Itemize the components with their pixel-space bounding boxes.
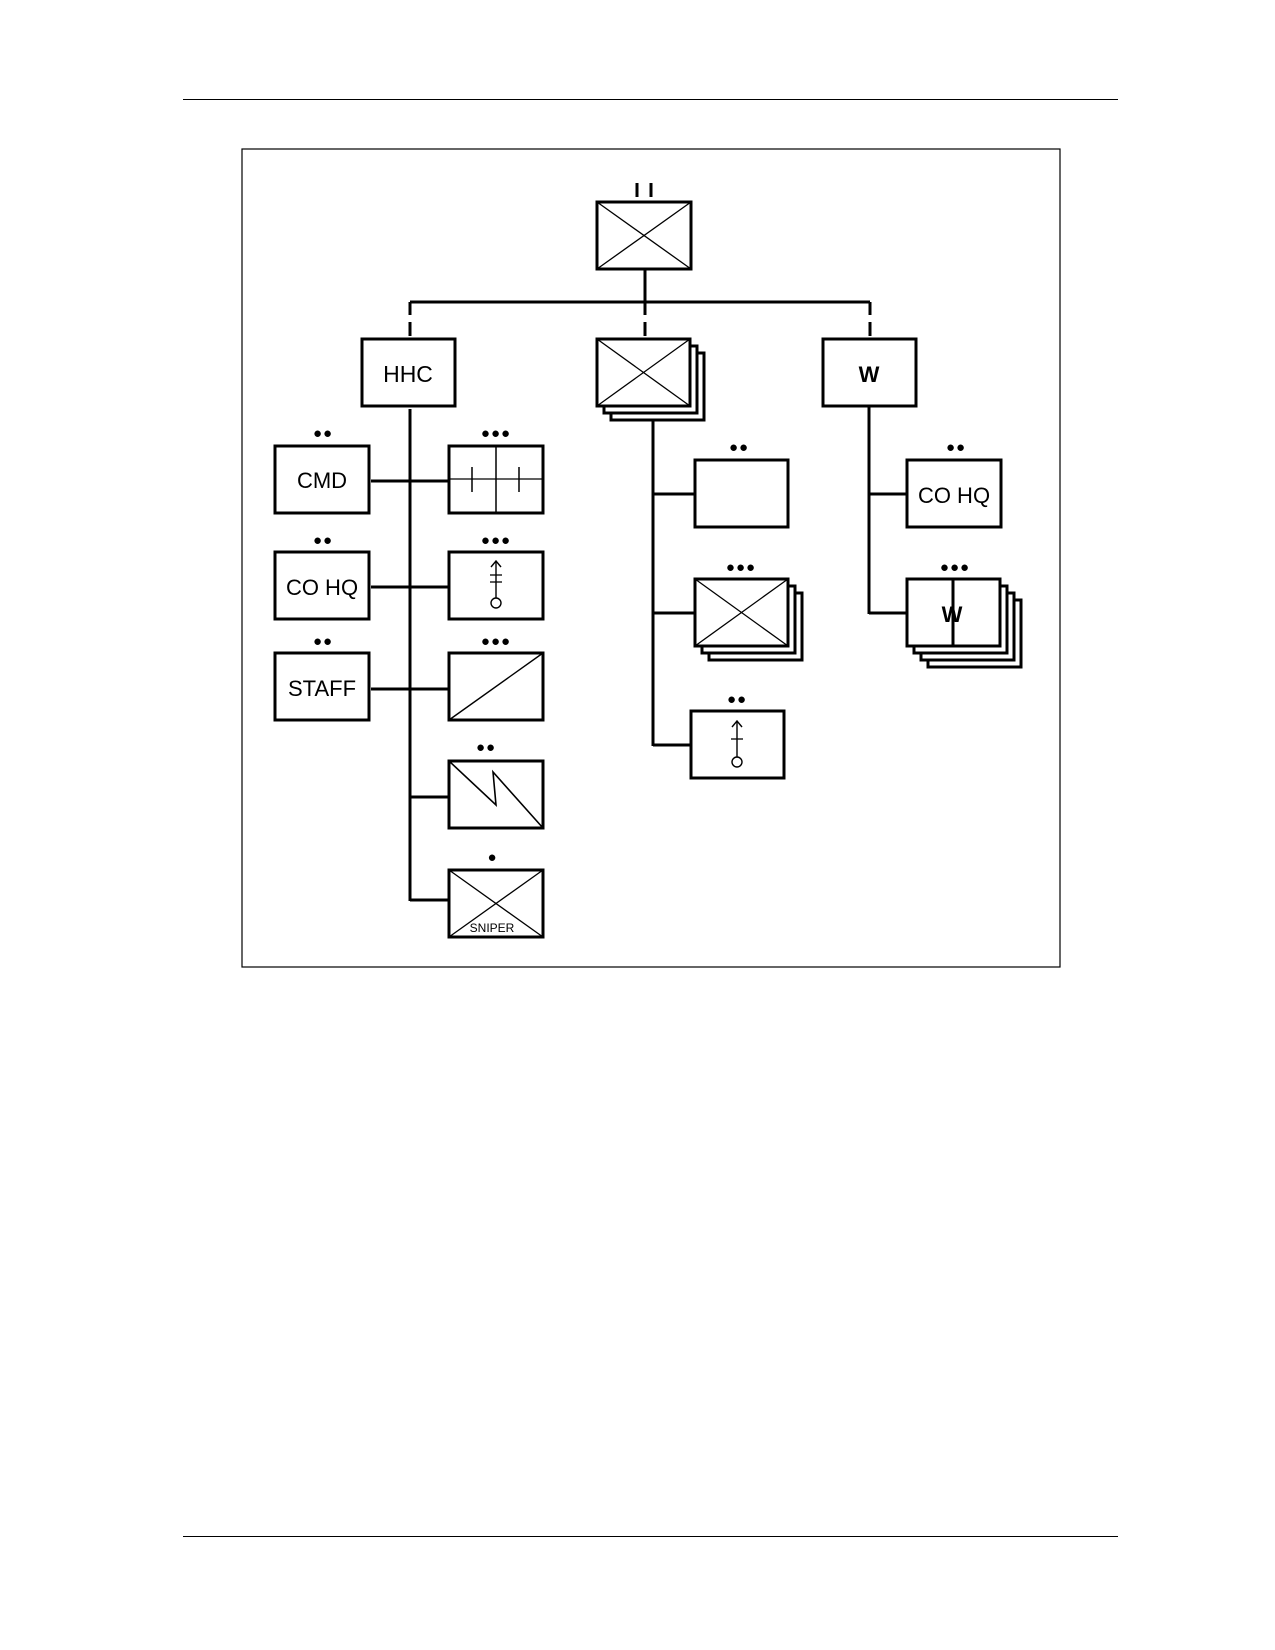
section-marker: ●● <box>946 439 966 456</box>
platoon-marker: ●●● <box>481 425 511 442</box>
cmd-label: CMD <box>297 468 347 493</box>
diagram-frame <box>241 148 1061 968</box>
cmd-box <box>273 444 371 515</box>
company-hq-section <box>693 458 790 529</box>
hhc-signal-section <box>447 759 545 830</box>
platoon-marker: ●●● <box>481 633 511 650</box>
co-hq-right-label: CO HQ <box>918 483 990 508</box>
hhc-box <box>360 337 457 408</box>
staff-label: STAFF <box>288 676 356 701</box>
squad-marker: ● <box>487 849 496 866</box>
w-platoon-stack <box>905 577 1023 669</box>
w-platoon-label: W <box>942 602 963 627</box>
section-marker: ●● <box>727 691 747 708</box>
hhc-platoon-1 <box>447 444 545 515</box>
section-marker: ●● <box>313 425 333 442</box>
hhc-platoon-3 <box>447 651 545 722</box>
battalion-symbol <box>595 200 693 271</box>
sniper-label: SNIPER <box>470 921 515 935</box>
co-hq-left-box <box>273 550 371 621</box>
header-rule <box>183 99 1118 100</box>
section-marker: ●● <box>313 532 333 549</box>
section-marker: ●● <box>729 439 749 456</box>
hhc-platoon-2 <box>447 550 545 621</box>
company-mortar-section <box>689 709 786 780</box>
sniper-squad <box>447 868 545 939</box>
footer-rule <box>183 1536 1118 1537</box>
co-hq-left-label: CO HQ <box>286 575 358 600</box>
platoon-marker: ●●● <box>940 559 970 576</box>
rifle-platoon-stack <box>693 577 804 662</box>
staff-box <box>273 651 371 722</box>
hhc-label: HHC <box>383 361 433 387</box>
section-marker: ●● <box>313 633 333 650</box>
section-marker: ●● <box>476 739 496 756</box>
w-company-box <box>821 337 918 408</box>
rifle-company-stack <box>595 337 706 422</box>
platoon-marker: ●●● <box>726 559 756 576</box>
platoon-marker: ●●● <box>481 532 511 549</box>
co-hq-right-box <box>905 458 1003 529</box>
w-company-label: W <box>859 362 880 387</box>
